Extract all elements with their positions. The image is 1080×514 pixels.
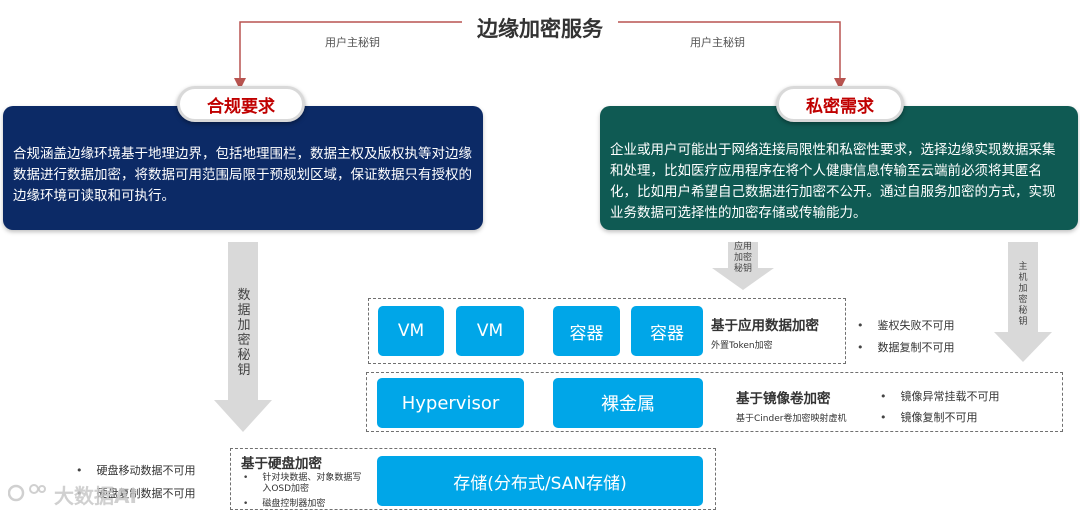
container-box-2: 容器 <box>631 306 703 356</box>
image-layer-subtitle: 基于Cinder卷加密映射虚机 <box>736 414 847 424</box>
right-key-label: 用户主秘钥 <box>690 36 745 49</box>
hypervisor-box: Hypervisor <box>377 378 524 428</box>
vm-box-2: VM <box>456 306 524 356</box>
host-key-arrow-label: 主机加密秘钥 <box>1018 262 1028 327</box>
disk-bullet-1: 硬盘移动数据不可用 <box>76 462 196 478</box>
app-layer-subtitle: 外置Token加密 <box>711 341 773 351</box>
watermark-text: 大数据AI <box>54 484 137 508</box>
compliance-panel: 合规涵盖边缘环境基于地理边界，包括地理围栏，数据主权及版权执等对边缘数据进行数据… <box>3 106 483 230</box>
privacy-panel: 企业或用户可能出于网络连接局限性和私密性要求，选择边缘实现数据采集和处理，比如医… <box>600 106 1078 230</box>
disk-sub-2: 磁盘控制器加密 <box>243 496 325 509</box>
disk-layer-frame <box>230 448 716 510</box>
disk-layer-title: 基于硬盘加密 <box>241 456 322 472</box>
privacy-heading: 私密需求 <box>776 86 904 122</box>
app-bullet-2: 数据复制不可用 <box>857 339 955 355</box>
compliance-heading: 合规要求 <box>177 86 305 122</box>
app-layer-frame <box>368 298 846 364</box>
right-key-connector <box>615 21 846 90</box>
watermark-logo-icon <box>7 481 48 503</box>
privacy-text: 企业或用户可能出于网络连接局限性和私密性要求，选择边缘实现数据采集和处理，比如医… <box>610 142 1056 221</box>
container-box-1: 容器 <box>553 306 620 356</box>
left-key-connector <box>234 21 465 90</box>
image-layer-title: 基于镜像卷加密 <box>736 391 831 407</box>
bare-metal-box: 裸金属 <box>553 378 703 428</box>
image-layer-frame <box>366 372 1063 432</box>
disk-bullet-2: 硬盘复制数据不可用 <box>76 485 196 501</box>
left-key-label: 用户主秘钥 <box>325 36 380 49</box>
vm-box-1: VM <box>378 306 444 356</box>
image-bullet-2: 镜像复制不可用 <box>880 409 978 425</box>
data-key-arrow-label: 数据加密秘钥 <box>237 288 251 378</box>
app-layer-title: 基于应用数据加密 <box>711 318 819 334</box>
compliance-text: 合规涵盖边缘环境基于地理边界，包括地理围栏，数据主权及版权执等对边缘数据进行数据… <box>13 146 472 204</box>
image-bullet-1: 镜像异常挂载不可用 <box>880 388 1000 404</box>
storage-box: 存储(分布式/SAN存储) <box>377 456 703 506</box>
app-key-arrow-label: 应用加密秘钥 <box>733 242 752 274</box>
disk-sub-1: 针对块数据、对象数据写入OSD加密 <box>243 473 363 495</box>
page-title: 边缘加密服务 <box>462 12 618 44</box>
app-bullet-1: 鉴权失败不可用 <box>857 317 955 333</box>
